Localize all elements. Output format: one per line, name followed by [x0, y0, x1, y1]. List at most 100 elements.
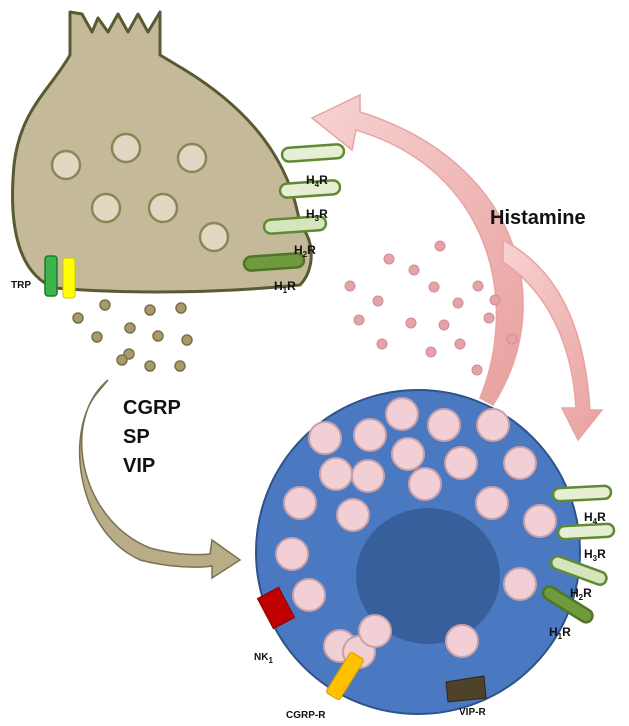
- mast-granule: [503, 567, 537, 601]
- neuropeptide-dot: [144, 360, 156, 372]
- mast-receptor-label-h3: H3R: [584, 547, 606, 563]
- histamine-dot: [434, 240, 446, 252]
- neuron-vesicles: [50, 132, 230, 253]
- neuropeptide-dot: [181, 334, 193, 346]
- histamine-arrows: [310, 93, 604, 442]
- histamine-dot: [506, 333, 518, 345]
- vip-r-label: VIP-R: [459, 707, 486, 718]
- histamine-dot: [425, 346, 437, 358]
- cgrp-receptor: CGRP-R: [286, 652, 364, 721]
- neuron-vesicle: [176, 142, 208, 174]
- mast-granule: [523, 504, 557, 538]
- neuron-vesicle: [198, 221, 230, 253]
- mast-granule: [283, 486, 317, 520]
- nk1-icon: [256, 586, 296, 630]
- vip-r-icon: [445, 675, 487, 703]
- trp-green-icon: [44, 255, 58, 297]
- mast-h2r-icon: [549, 555, 608, 586]
- mast-receptor-label-h2: H2R: [570, 586, 592, 602]
- neuron-body: [11, 10, 313, 294]
- mediator-vip: VIP: [123, 455, 155, 477]
- mast-granule: [445, 624, 479, 658]
- mediator-labels: CGRP SP VIP: [123, 397, 181, 477]
- histamine-dot: [372, 295, 384, 307]
- neuropeptide-dots: [72, 299, 193, 372]
- neuron-vesicle: [110, 132, 142, 164]
- mast-granule: [444, 446, 478, 480]
- neuron-vesicle: [90, 192, 122, 224]
- neuron-h1r-icon: [242, 252, 306, 272]
- mast-granule: [353, 418, 387, 452]
- histamine-dot: [483, 312, 495, 324]
- neuropeptide-dot: [174, 360, 186, 372]
- histamine-label: Histamine: [490, 207, 586, 229]
- mediator-arrow: [79, 379, 242, 580]
- neuron-vesicle: [147, 192, 179, 224]
- histamine-dot: [472, 280, 484, 292]
- mast-granule: [351, 459, 385, 493]
- histamine-dot: [428, 281, 440, 293]
- neuron-h3r-icon: [278, 179, 342, 199]
- neuropeptide-dot: [124, 322, 136, 334]
- neuron-h2r-icon: [262, 215, 328, 235]
- mast-granule: [319, 457, 353, 491]
- mast-granule: [385, 397, 419, 431]
- mast-granule: [358, 614, 392, 648]
- mast-granule: [336, 498, 370, 532]
- trp-channel: TRP: [11, 255, 76, 299]
- neuropeptide-dot: [175, 302, 187, 314]
- mediator-cgrp: CGRP: [123, 397, 181, 419]
- mast-granule: [408, 467, 442, 501]
- histamine-dots: [344, 240, 518, 376]
- histamine-dot: [408, 264, 420, 276]
- histamine-dot: [353, 314, 365, 326]
- mast-cell-receptors: H4R H3R H2R H1R: [541, 484, 616, 641]
- histamine-dot: [438, 319, 450, 331]
- trp-label: TRP: [11, 280, 31, 291]
- nk1-label: NK1: [254, 652, 273, 665]
- mast-granule: [476, 408, 510, 442]
- trp-yellow-icon: [62, 257, 76, 299]
- mast-receptor-label-h4: H4R: [584, 510, 606, 526]
- mast-granule: [427, 408, 461, 442]
- histamine-dot: [454, 338, 466, 350]
- histamine-dot: [452, 297, 464, 309]
- neuron-receptor-label-h1: H1R: [274, 279, 296, 295]
- mast-granule: [292, 578, 326, 612]
- neuron-vesicle: [50, 149, 82, 181]
- mast-granule: [391, 437, 425, 471]
- histamine-dot: [376, 338, 388, 350]
- neuropeptide-dot: [91, 331, 103, 343]
- mast-granule: [308, 421, 342, 455]
- histamine-arrow-to-mast-cell: [502, 238, 604, 442]
- neuropeptide-dot: [99, 299, 111, 311]
- cgrp-r-label: CGRP-R: [286, 710, 326, 721]
- mast-cell-nucleus: [356, 508, 500, 644]
- neuron-receptor-label-h3: H3R: [306, 207, 328, 223]
- mast-receptor-label-h1: H1R: [549, 625, 571, 641]
- histamine-dot: [383, 253, 395, 265]
- histamine-dot: [344, 280, 356, 292]
- nk1-receptor: NK1: [254, 586, 296, 665]
- mediator-sp: SP: [123, 426, 150, 448]
- neuron-receptor-label-h2: H2R: [294, 243, 316, 259]
- vip-receptor: VIP-R: [445, 675, 487, 718]
- neuron-receptors: H4R H3R H2R H1R: [242, 143, 346, 295]
- neuropeptide-dot: [72, 312, 84, 324]
- neuropeptide-dot: [152, 330, 164, 342]
- neuropeptide-dot: [116, 354, 128, 366]
- histamine-dot: [471, 364, 483, 376]
- neuropeptide-dot: [144, 304, 156, 316]
- histamine-dot: [489, 294, 501, 306]
- mast-h4r-icon: [551, 484, 613, 503]
- histamine-dot: [405, 317, 417, 329]
- mast-granules: [275, 397, 557, 669]
- mast-granule: [475, 486, 509, 520]
- mast-cell: [255, 389, 581, 715]
- cgrp-r-icon: [326, 652, 364, 700]
- neuron-h4r-icon: [280, 143, 346, 163]
- mast-h1r-icon: [541, 585, 594, 624]
- mast-granule: [503, 446, 537, 480]
- mast-granule: [275, 537, 309, 571]
